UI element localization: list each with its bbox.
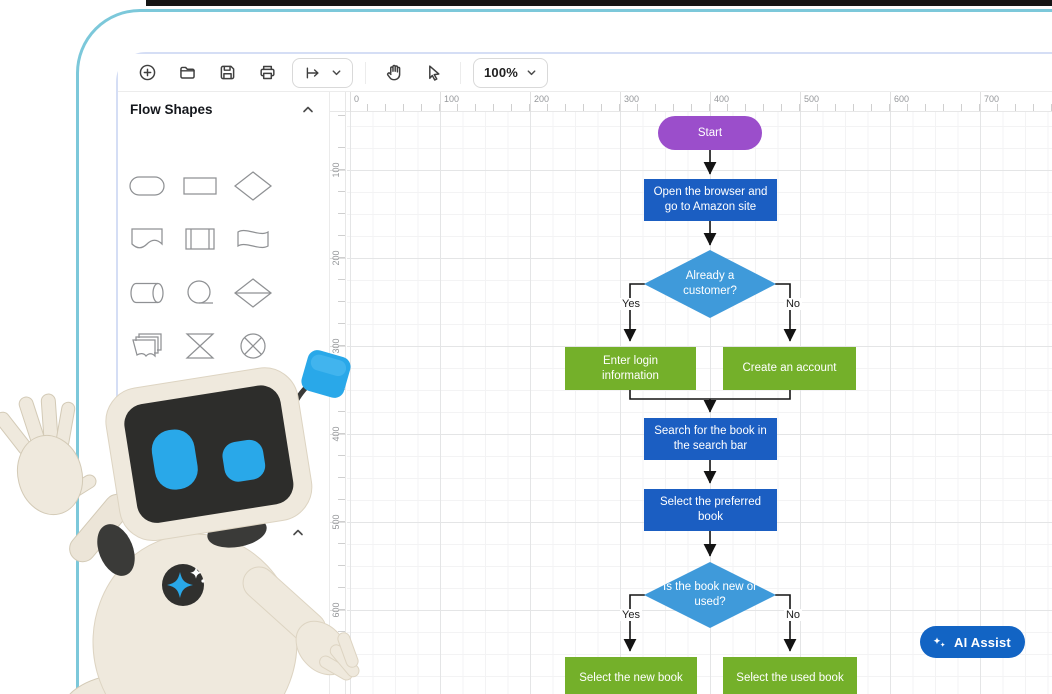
shape-collate[interactable]	[177, 327, 223, 365]
shapes-panel: Flow Shapes	[118, 92, 330, 694]
shape-stored-data[interactable]	[124, 274, 170, 312]
shape-summing-junction[interactable]	[230, 327, 276, 365]
chevron-down-icon	[527, 70, 536, 76]
node-select-used[interactable]: Select the used book	[723, 657, 857, 694]
edge-label-no: No	[783, 609, 803, 621]
zoom-level-dropdown[interactable]: 100%	[473, 57, 549, 88]
edge-label-yes: Yes	[620, 609, 642, 621]
connector-type-dropdown[interactable]	[292, 57, 353, 88]
ruler-corner	[330, 92, 346, 112]
node-open-browser[interactable]: Open the browser and go to Amazon site	[644, 179, 777, 221]
outer-window-border	[76, 9, 1052, 694]
cursor-icon[interactable]	[418, 59, 448, 87]
shape-document[interactable]	[124, 220, 170, 258]
connector-arrow-icon	[303, 59, 323, 87]
node-select-preferred[interactable]: Select the preferred book	[644, 489, 777, 531]
shape-rectangle[interactable]	[177, 167, 223, 205]
add-icon[interactable]	[132, 59, 162, 87]
node-search-book[interactable]: Search for the book in the search bar	[644, 418, 777, 460]
edge-label-no: No	[783, 298, 803, 310]
shape-internal-storage[interactable]	[177, 380, 223, 418]
chevron-down-icon	[332, 70, 341, 76]
hand-icon[interactable]	[378, 59, 408, 87]
horizontal-ruler: 0 100 200 300 400 500 600 700	[346, 92, 1052, 112]
sparkles-icon	[933, 637, 946, 647]
shapes-panel-header: Flow Shapes	[118, 92, 329, 123]
ai-assist-label: AI Assist	[954, 634, 1011, 650]
shape-flag[interactable]	[230, 220, 276, 258]
folder-icon[interactable]	[172, 59, 202, 87]
shape-multiple-documents[interactable]	[124, 327, 170, 365]
toolbar-divider	[460, 61, 461, 84]
toolbar: 100%	[118, 54, 1052, 92]
save-icon[interactable]	[212, 59, 242, 87]
node-create-account[interactable]: Create an account	[723, 347, 856, 390]
vertical-ruler: 100 200 300 400 500 600	[330, 112, 346, 694]
canvas[interactable]: 0 100 200 300 400 500 600 700 100 200 30…	[330, 92, 1052, 694]
toolbar-divider	[365, 61, 366, 84]
ai-assist-button[interactable]: AI Assist	[920, 626, 1025, 658]
chevron-up-icon[interactable]	[301, 103, 315, 117]
zoom-level-value: 100%	[484, 65, 519, 80]
shape-or-junction[interactable]	[124, 380, 170, 418]
window-top-edge	[146, 0, 1052, 6]
flowchart-connectors	[623, 149, 797, 652]
shapes-panel-title: Flow Shapes	[130, 102, 213, 117]
print-icon[interactable]	[252, 59, 282, 87]
shape-triangle[interactable]	[230, 380, 276, 418]
node-select-new[interactable]: Select the new book	[565, 657, 697, 694]
edge-label-yes: Yes	[620, 298, 642, 310]
node-enter-login[interactable]: Enter login information	[565, 347, 696, 390]
node-start[interactable]: Start	[658, 116, 762, 150]
shape-loop-limit[interactable]	[177, 274, 223, 312]
chevron-up-icon[interactable]	[290, 526, 306, 540]
shape-terminator[interactable]	[124, 167, 170, 205]
shape-decision-split[interactable]	[230, 274, 276, 312]
flowchart: Start Open the browser and go to Amazon …	[330, 92, 1052, 694]
shape-predefined-process[interactable]	[177, 220, 223, 258]
shape-decision[interactable]	[230, 167, 276, 205]
